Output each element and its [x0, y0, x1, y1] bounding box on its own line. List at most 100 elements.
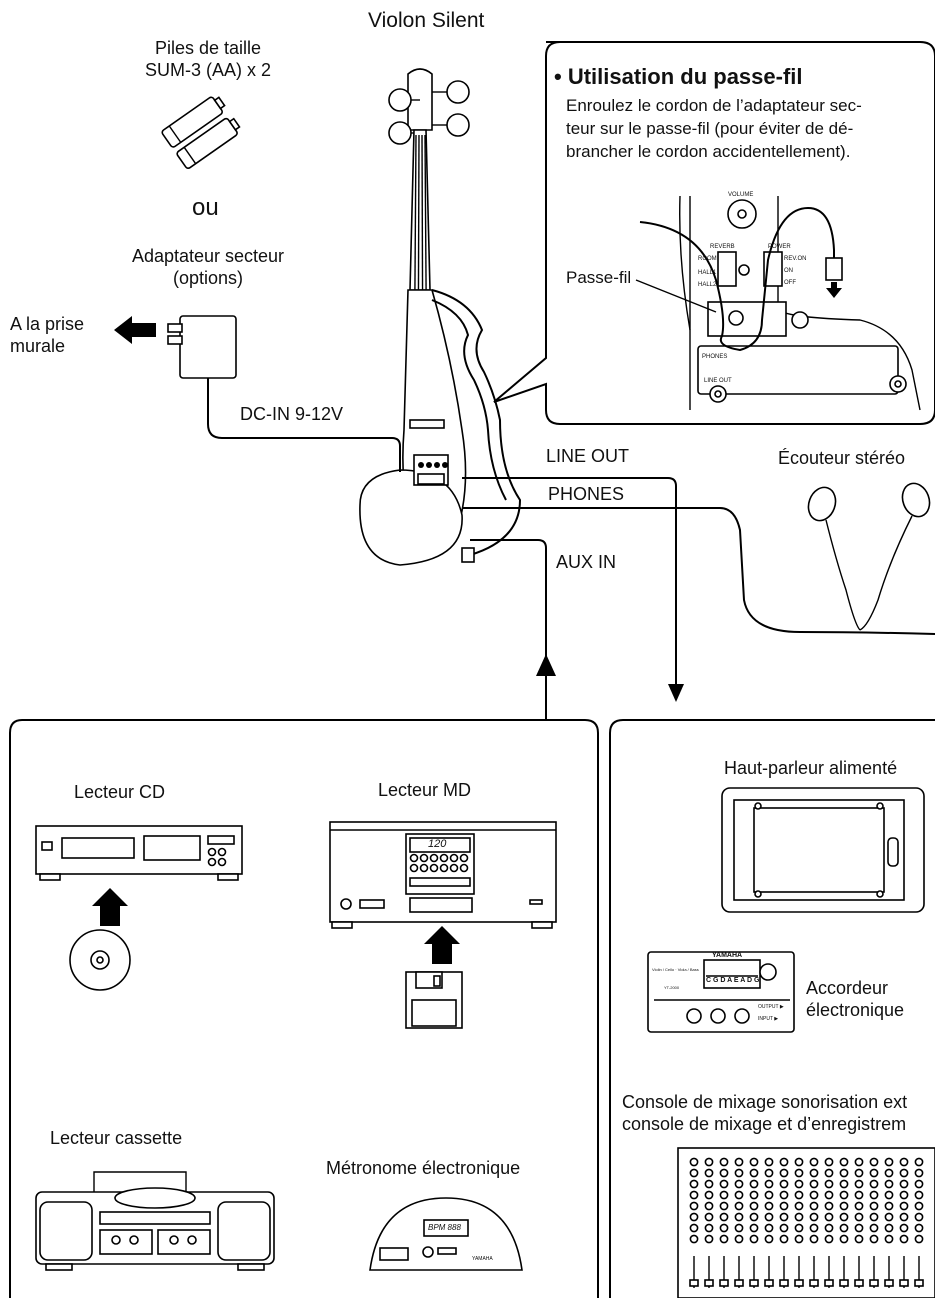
panel-label-hall1: HALL1 — [698, 270, 717, 276]
panel-label-phones: PHONES — [702, 354, 728, 360]
cd-player-illustration — [35, 825, 243, 991]
mixer-knob — [779, 1179, 789, 1189]
mixer-knob — [884, 1201, 894, 1211]
mixer-knob — [779, 1201, 789, 1211]
mixer-knob — [899, 1179, 909, 1189]
mixer-knob — [689, 1179, 699, 1189]
panel-label-hall2: HALL2 — [698, 282, 717, 288]
batteries-label: Piles de taille SUM-3 (AA) x 2 — [144, 38, 272, 80]
panel-label-power: POWER — [768, 244, 791, 250]
mixer-knob — [839, 1168, 849, 1178]
mixer-knob — [884, 1157, 894, 1167]
mixer-knob — [764, 1223, 774, 1233]
mixer-knob — [734, 1212, 744, 1222]
mixer-knob — [794, 1168, 804, 1178]
wall-arrow-icon — [114, 316, 156, 344]
metronome-label: Métronome électronique — [326, 1158, 521, 1178]
mixer-knob — [914, 1190, 924, 1200]
mixer-knob — [884, 1179, 894, 1189]
mixer-knob — [914, 1179, 924, 1189]
mixer-knob — [794, 1234, 804, 1244]
mixer-knob — [824, 1223, 834, 1233]
mixer-knob — [794, 1157, 804, 1167]
mixer-knob — [914, 1212, 924, 1222]
mixer-knob — [689, 1190, 699, 1200]
mixer-knob — [704, 1234, 714, 1244]
panel-label-off: OFF — [784, 280, 796, 286]
mixer-knob — [914, 1223, 924, 1233]
phones-label: PHONES — [548, 484, 625, 504]
mixer-knob — [809, 1234, 819, 1244]
mixer-fader-cap — [869, 1279, 879, 1287]
mixer-knob — [794, 1179, 804, 1189]
mixer-fader-cap — [854, 1279, 864, 1287]
tuner-label: Accordeur électronique — [806, 978, 905, 1020]
mixer-knob — [719, 1168, 729, 1178]
mixer-fader-cap — [839, 1279, 849, 1287]
mixer-knob — [869, 1223, 879, 1233]
mixer-knob — [719, 1157, 729, 1167]
mixer-knob — [704, 1179, 714, 1189]
aux-in-label: AUX IN — [556, 552, 617, 572]
mixer-fader-cap — [794, 1279, 804, 1287]
mixer-knob — [854, 1157, 864, 1167]
mixer-knob — [734, 1190, 744, 1200]
mixer-knob — [824, 1157, 834, 1167]
mixer-knob — [869, 1179, 879, 1189]
tuner-notes: C G D A E A D G — [706, 977, 760, 984]
mixer-knob — [824, 1201, 834, 1211]
mixer-label: Console de mixage sonorisation ext conso… — [622, 1092, 908, 1134]
line-out-label: LINE OUT — [546, 446, 630, 466]
panel-label-room: ROOM — [698, 256, 717, 262]
mixer-knob — [899, 1212, 909, 1222]
tuner-input-label: INPUT ▶ — [758, 1016, 779, 1022]
mixer-knob — [869, 1201, 879, 1211]
mixer-knob — [764, 1168, 774, 1178]
mixer-fader-cap — [719, 1279, 729, 1287]
mixer-knob — [719, 1223, 729, 1233]
mixer-knob — [689, 1223, 699, 1233]
mixer-fader-cap — [704, 1279, 714, 1287]
mixer-fader-cap — [914, 1279, 924, 1287]
mixer-knob — [824, 1168, 834, 1178]
mixer-knob — [764, 1212, 774, 1222]
mixer-knob — [794, 1190, 804, 1200]
powered-speaker-illustration — [721, 787, 925, 913]
cassette-player-illustration — [35, 1171, 275, 1271]
mixer-knob — [779, 1157, 789, 1167]
mixer-knob — [824, 1212, 834, 1222]
mixer-knob — [764, 1157, 774, 1167]
mixer-knob — [899, 1201, 909, 1211]
mixer-knob — [869, 1157, 879, 1167]
mixer-knob — [839, 1212, 849, 1222]
mixer-knob — [749, 1157, 759, 1167]
mixer-fader-cap — [734, 1279, 744, 1287]
mixer-knob — [719, 1179, 729, 1189]
mixer-knob — [869, 1190, 879, 1200]
mixer-fader-cap — [824, 1279, 834, 1287]
mixer-knob — [689, 1234, 699, 1244]
mixer-fader-cap — [779, 1279, 789, 1287]
cassette-player-label: Lecteur cassette — [50, 1128, 183, 1148]
mixer-knob — [839, 1190, 849, 1200]
mixer-knob — [854, 1234, 864, 1244]
mixer-knob — [689, 1157, 699, 1167]
mixer-knob — [704, 1190, 714, 1200]
tuner-modes: Violin / Cello · Viola / Bass — [652, 967, 699, 972]
mixer-knob — [704, 1168, 714, 1178]
cd-player-label: Lecteur CD — [74, 782, 166, 802]
mixer-knob — [689, 1168, 699, 1178]
destination-devices-panel — [609, 719, 935, 1298]
panel-label-rev-on: REV.ON — [784, 256, 807, 262]
mixer-knob — [824, 1190, 834, 1200]
panel-label-volume: VOLUME — [728, 192, 754, 198]
line-out-arrow-icon — [668, 684, 684, 702]
mixer-knob — [809, 1157, 819, 1167]
mixer-knob — [884, 1223, 894, 1233]
mixer-fader-cap — [689, 1279, 699, 1287]
electronic-metronome-illustration — [369, 1197, 523, 1271]
mixing-console-illustration — [677, 1147, 935, 1298]
headphones-label: Écouteur stéréo — [778, 448, 906, 468]
stereo-headphones-illustration — [807, 482, 931, 631]
mixer-knob — [749, 1179, 759, 1189]
